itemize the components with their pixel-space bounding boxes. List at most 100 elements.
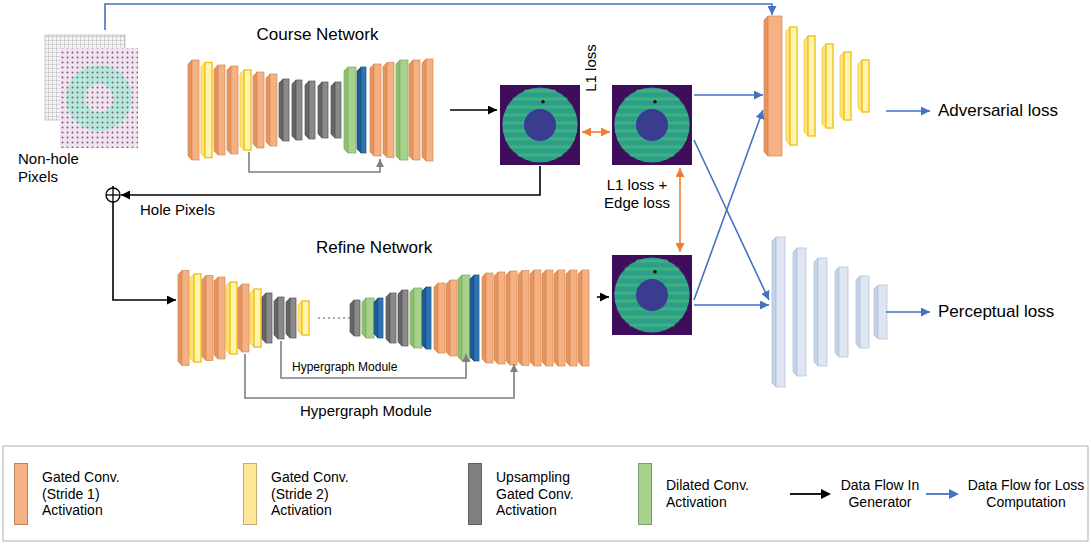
legend-line-sample	[790, 488, 832, 500]
layer-slab	[422, 287, 431, 349]
layer-slab	[279, 79, 289, 141]
layer-slab	[835, 267, 848, 357]
flow-arrow	[121, 166, 540, 195]
sum-symbol	[106, 188, 120, 202]
loss-flow-line	[694, 110, 763, 300]
layer-slab	[446, 280, 457, 356]
layer-slab	[772, 237, 785, 387]
skip-connection	[245, 354, 514, 398]
layer-slab	[214, 277, 225, 359]
layer-slab	[422, 59, 433, 161]
legend-text: Data Flow for Loss Computation	[966, 477, 1086, 511]
legend-frame	[3, 446, 1088, 541]
layer-slab	[434, 283, 445, 353]
network-block: Refine Network	[176, 238, 600, 373]
loss-flow-line	[694, 304, 769, 306]
layer-slab	[238, 284, 249, 352]
legend-item: Upsampling Gated Conv. Activation	[468, 452, 596, 536]
legend-swatch	[243, 463, 257, 525]
layer-slab	[822, 44, 833, 128]
legend-text: Gated Conv. (Stride 2) Activation	[271, 469, 371, 519]
network-block: Course Network	[185, 25, 450, 165]
layer-slab	[298, 301, 309, 335]
node-title: Non-hole Pixels	[18, 150, 90, 186]
layer-slab	[458, 275, 470, 361]
layer-slab	[386, 293, 396, 343]
layer-slab	[292, 80, 302, 140]
layer-slab	[214, 65, 225, 155]
layer-slab	[350, 300, 360, 336]
loss-arrow	[679, 168, 681, 252]
dotted-continuation	[318, 318, 350, 319]
layer-slab	[201, 63, 212, 158]
legend-item: Gated Conv. (Stride 2) Activation	[243, 452, 371, 536]
layer-slab	[274, 297, 284, 339]
loss-arrow	[582, 131, 610, 133]
node-title: Adversarial loss	[938, 101, 1085, 121]
loss-label: L1 loss	[582, 44, 600, 92]
legend-line-sample	[926, 488, 960, 500]
discriminator-block: Adversarial loss	[762, 15, 1085, 161]
layer-slab	[410, 288, 422, 348]
loss-flow-line	[886, 311, 930, 313]
layer-slab	[286, 298, 296, 338]
legend-swatch	[14, 463, 28, 525]
data-flow-connector	[105, 4, 772, 30]
node-title: Perceptual loss	[938, 302, 1085, 322]
node-title: Course Network	[185, 25, 450, 45]
inpainted-image	[500, 85, 580, 165]
layer-slab	[764, 16, 782, 156]
layer-slab	[305, 81, 315, 139]
flow-arrow	[597, 296, 609, 298]
layer-slab	[362, 298, 374, 338]
layer-slab	[344, 67, 356, 153]
input-image	[45, 35, 138, 148]
legend-item: Gated Conv. (Stride 1) Activation	[14, 452, 142, 536]
legend-text: Data Flow In Generator	[838, 477, 922, 511]
layer-slab	[178, 271, 189, 366]
legend-swatch	[468, 463, 482, 525]
layer-slab	[318, 82, 328, 138]
layer-slab	[814, 258, 827, 366]
flow-arrow	[450, 109, 497, 111]
module-label: Hypergraph Module	[300, 402, 432, 420]
layer-slab	[250, 289, 261, 347]
flow-label: Hole Pixels	[140, 201, 215, 219]
loss-flow-line	[694, 140, 769, 300]
node-title: Refine Network	[316, 238, 600, 258]
layer-slab	[874, 285, 887, 339]
layer-slab	[470, 275, 479, 361]
inpainted-image	[612, 85, 692, 165]
layer-slab	[409, 60, 420, 160]
loss-label: L1 loss + Edge loss	[598, 176, 676, 212]
loss-flow-line	[694, 94, 763, 96]
layer-slab	[240, 70, 251, 150]
layer-slab	[554, 270, 565, 366]
layer-slab	[374, 298, 383, 338]
layer-slab	[396, 60, 408, 160]
layer-slab	[266, 74, 277, 146]
layer-slab	[856, 276, 869, 348]
legend-item: Data Flow for Loss Computation	[926, 452, 1086, 536]
layer-slab	[518, 271, 529, 366]
layer-slab	[383, 63, 394, 158]
legend-text: Dilated Conv. Activation	[666, 477, 766, 511]
layer-slab	[566, 270, 577, 366]
layer-slab	[226, 282, 237, 354]
layer-slab	[786, 27, 797, 145]
layer-slab	[494, 272, 505, 364]
perceptual-network-block: Perceptual loss	[765, 232, 1085, 392]
layer-slab	[506, 271, 517, 365]
layer-slab	[542, 270, 553, 366]
layer-slab	[840, 52, 851, 120]
layer-slab	[357, 67, 366, 153]
layer-slab	[793, 248, 806, 376]
module-label: Hypergraph Module	[292, 360, 397, 374]
layer-slab	[202, 276, 213, 361]
legend-text: Gated Conv. (Stride 1) Activation	[42, 469, 142, 519]
layer-slab	[370, 64, 381, 156]
layer-slab	[227, 66, 238, 154]
